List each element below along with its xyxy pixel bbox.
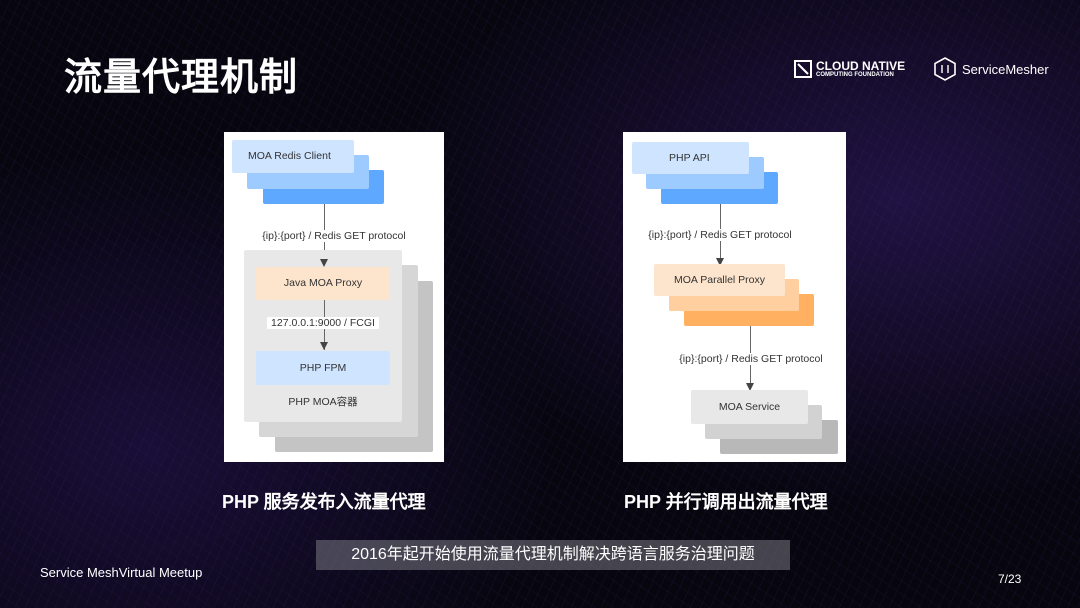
api-box: PHP API: [632, 142, 749, 174]
left-diagram: MOA Redis Client {ip}:{port} / Redis GET…: [224, 132, 444, 462]
java-proxy-box: Java MOA Proxy: [256, 267, 390, 300]
cncf-logo: CLOUD NATIVE COMPUTING FOUNDATION: [794, 60, 905, 78]
edge-label-2: {ip}:{port} / Redis GET protocol: [673, 353, 829, 365]
client-label: MOA Redis Client: [248, 150, 331, 162]
fpm-label: PHP FPM: [299, 362, 347, 374]
servicemesher-text: ServiceMesher: [962, 61, 1049, 77]
cncf-text: CLOUD NATIVE: [816, 59, 906, 73]
edge-label-1: {ip}:{port} / Redis GET protocol: [224, 230, 444, 242]
servicemesher-logo: ServiceMesher: [934, 57, 1049, 81]
edge-label-1: {ip}:{port} / Redis GET protocol: [643, 229, 797, 241]
api-label: PHP API: [669, 152, 710, 164]
client-box: MOA Redis Client: [232, 140, 354, 173]
service-box: MOA Service: [691, 390, 808, 424]
container-label: PHP MOA容器: [288, 396, 358, 408]
right-diagram: PHP API {ip}:{port} / Redis GET protocol…: [623, 132, 846, 462]
cncf-icon: [794, 60, 812, 78]
container-box: Java MOA Proxy 127.0.0.1:9000 / FCGI PHP…: [244, 250, 402, 422]
java-proxy-label: Java MOA Proxy: [283, 277, 363, 289]
proxy-box: MOA Parallel Proxy: [654, 264, 785, 296]
servicemesher-icon: [934, 57, 956, 81]
right-caption: PHP 并行调用出流量代理: [624, 492, 828, 512]
subtitle: 2016年起开始使用流量代理机制解决跨语言服务治理问题: [316, 540, 790, 570]
page-title: 流量代理机制: [64, 57, 299, 99]
arrow-head-2: [320, 342, 328, 350]
fpm-box: PHP FPM: [256, 351, 390, 385]
arrow-head: [716, 258, 724, 266]
arrow-head-2: [746, 383, 754, 391]
edge-label-2: 127.0.0.1:9000 / FCGI: [267, 317, 379, 329]
proxy-label: MOA Parallel Proxy: [673, 274, 766, 286]
page-number: 7/23: [998, 572, 1022, 586]
cncf-subtext: COMPUTING FOUNDATION: [816, 72, 894, 78]
arrow-head: [320, 259, 328, 267]
service-label: MOA Service: [718, 401, 781, 413]
event-name: Service MeshVirtual Meetup: [40, 565, 203, 580]
arrow-line: [324, 204, 325, 252]
left-caption: PHP 服务发布入流量代理: [222, 492, 426, 512]
